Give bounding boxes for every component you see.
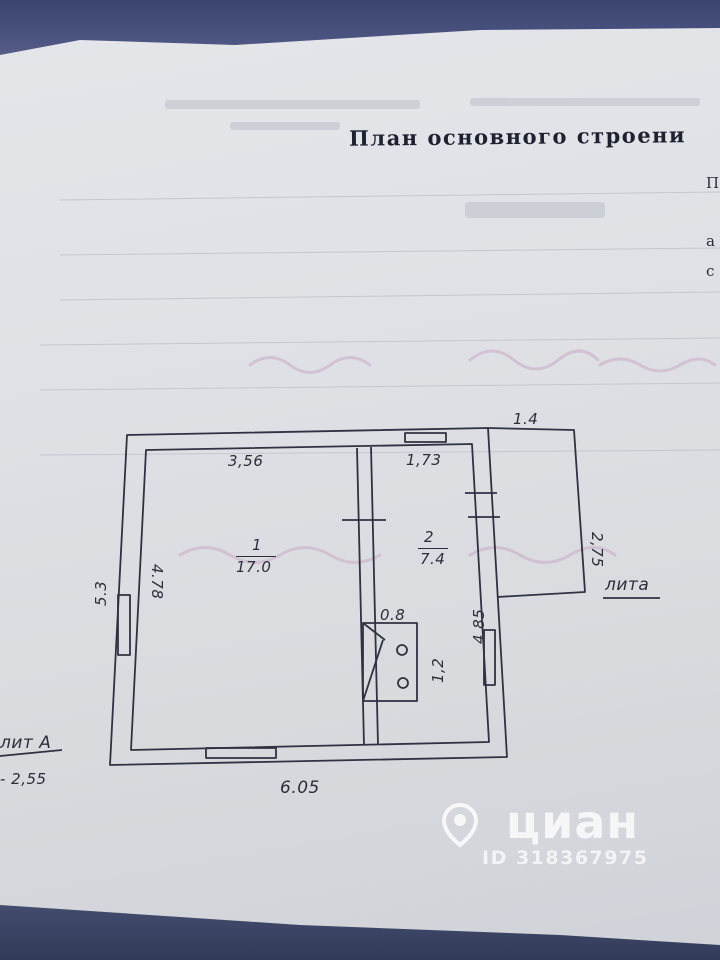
- watermark-brand: циан: [506, 795, 640, 849]
- room-2-fraction-bar: [418, 548, 448, 549]
- location-pin-icon: [441, 802, 479, 848]
- margin-letter-3: с: [706, 262, 715, 280]
- dim-bottom: 6.05: [280, 778, 320, 798]
- dim-top-left: 3,56: [228, 452, 264, 470]
- dim-outer-left: 5.3: [92, 580, 110, 606]
- bottom-window: [205, 747, 277, 759]
- dim-annex-side: 2,75: [588, 532, 606, 568]
- top-window: [404, 432, 447, 443]
- bottom-left-label-1: лит А: [0, 733, 52, 753]
- room-1-number: 1: [252, 536, 263, 554]
- right-window: [483, 629, 496, 686]
- left-window: [117, 594, 131, 656]
- room-1-area: 17.0: [236, 558, 272, 576]
- margin-letter-2: а: [706, 232, 715, 250]
- margin-letter-1: П: [706, 174, 720, 192]
- partition-wall-b: [370, 446, 379, 746]
- inner-wall: [130, 443, 490, 751]
- dim-inner-right: 4.85: [470, 608, 488, 644]
- stove: [362, 622, 418, 702]
- outer-wall: [109, 427, 508, 766]
- bottom-left-label-2: - 2,55: [0, 770, 47, 788]
- dim-stove-width: 0.8: [380, 606, 406, 624]
- dim-top-mid: 1,73: [406, 451, 442, 469]
- annex-label: лита: [605, 575, 650, 595]
- room-1-fraction-bar: [236, 556, 276, 557]
- room-2-area: 7.4: [420, 550, 446, 568]
- annex-outline: [487, 427, 586, 598]
- dim-annex-top: 1.4: [513, 410, 539, 428]
- watermark-id: ID 318367975: [482, 847, 649, 869]
- room-2-number: 2: [424, 528, 435, 546]
- dim-stove-depth: 1,2: [429, 657, 447, 683]
- dim-inner-left: 4.78: [148, 564, 166, 600]
